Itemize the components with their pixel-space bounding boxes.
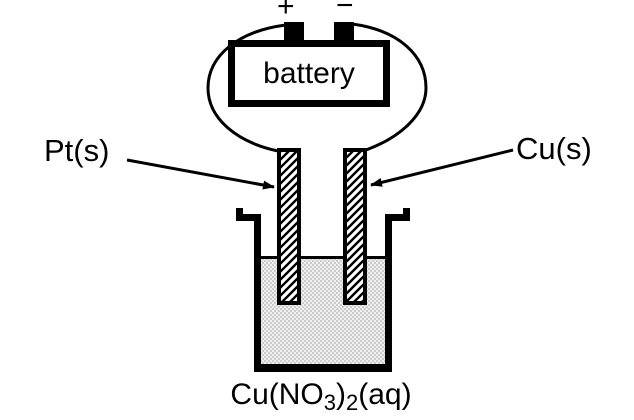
positive-terminal-post bbox=[284, 22, 304, 43]
cu-electrode-arrow bbox=[370, 148, 514, 187]
pt-electrode-label: Pt(s) bbox=[44, 133, 110, 168]
left-electrode bbox=[277, 148, 301, 305]
beaker-left-rim bbox=[236, 214, 261, 221]
right-wire bbox=[351, 22, 428, 152]
beaker-right-rim bbox=[385, 214, 410, 221]
left-wire bbox=[206, 23, 287, 153]
beaker-right-wall bbox=[385, 214, 392, 372]
formula-close-paren: ) bbox=[335, 378, 346, 411]
battery-box bbox=[228, 40, 390, 107]
positive-sign: + bbox=[277, 0, 295, 23]
battery-label: battery bbox=[263, 56, 355, 90]
formula-state: (aq) bbox=[358, 378, 412, 411]
solution-formula-label: Cu(NO3)2(aq) bbox=[230, 380, 411, 414]
pt-electrode-arrow bbox=[126, 158, 275, 190]
beaker-bottom bbox=[254, 364, 392, 372]
solution-surface-line bbox=[261, 256, 385, 259]
right-electrode bbox=[343, 148, 367, 305]
formula-subscript-3: 3 bbox=[323, 390, 336, 415]
formula-main: Cu(NO bbox=[230, 378, 324, 411]
negative-terminal-post bbox=[334, 22, 354, 43]
formula-subscript-2: 2 bbox=[345, 390, 359, 415]
negative-sign: − bbox=[336, 0, 354, 22]
beaker-left-wall bbox=[254, 214, 261, 372]
cu-electrode-label: Cu(s) bbox=[516, 131, 592, 166]
